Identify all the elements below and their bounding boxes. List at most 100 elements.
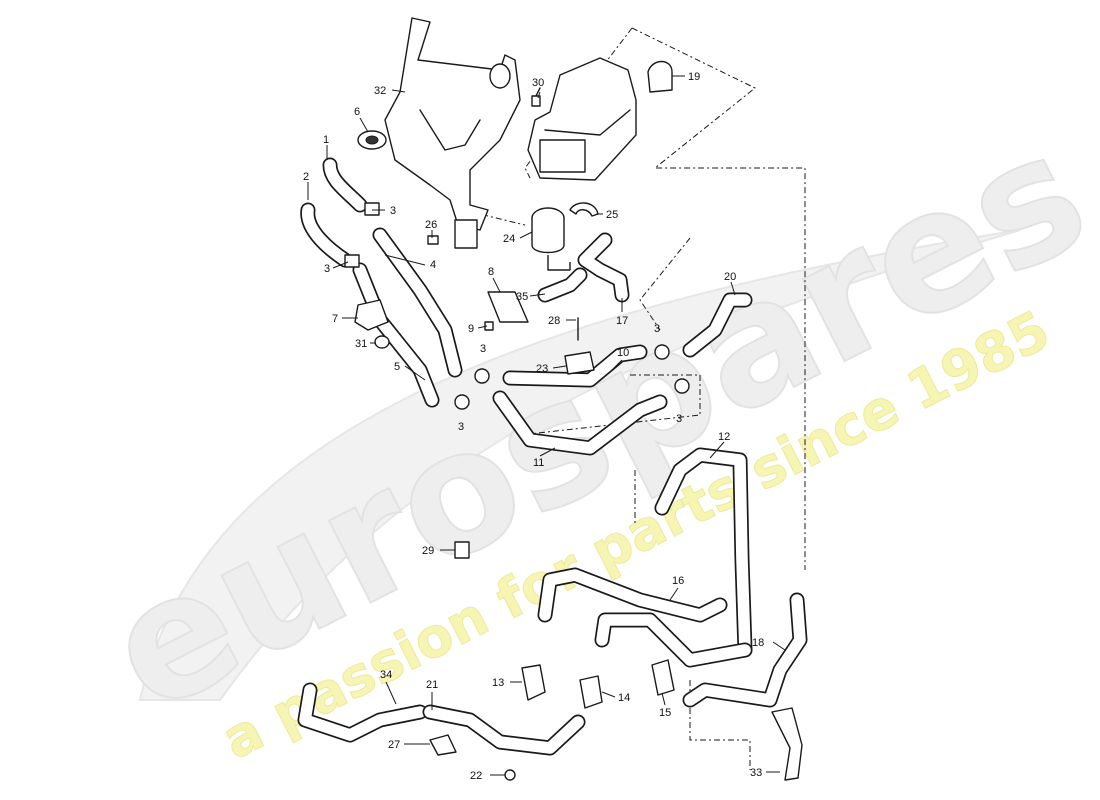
callout-18: 18 xyxy=(752,637,764,649)
callout-10: 10 xyxy=(617,347,629,359)
hose-part-11-inner xyxy=(494,392,666,454)
leader-30 xyxy=(537,91,541,99)
hose-part-16-lower-inner xyxy=(596,614,751,666)
lower-dash-line xyxy=(689,680,751,770)
leader-3-b xyxy=(332,261,349,269)
callout-35: 35 xyxy=(516,291,528,303)
gasket-part-8 xyxy=(487,291,529,323)
leader-35 xyxy=(529,293,546,297)
leader-18 xyxy=(772,641,786,651)
bracket-part-23 xyxy=(564,351,595,375)
leader-5 xyxy=(404,365,426,381)
clip-part-29 xyxy=(454,541,470,559)
leader-20 xyxy=(730,281,736,296)
connector-part-14 xyxy=(579,675,603,709)
callout-1: 1 xyxy=(323,134,329,146)
callout-3-a: 3 xyxy=(390,205,396,217)
pump-assembly xyxy=(531,202,599,271)
hose-part-17-inner xyxy=(579,234,628,301)
bracket-part-32 xyxy=(384,17,521,249)
hose-part-12-inner xyxy=(656,449,751,656)
clamp-part-3-e xyxy=(654,344,670,360)
hose-part-21-inner xyxy=(424,706,584,754)
leader-6 xyxy=(359,117,369,133)
callout-26: 26 xyxy=(425,219,437,231)
screw-30-shank xyxy=(535,87,541,97)
callout-3-c: 3 xyxy=(480,343,486,355)
clamp-part-3-a xyxy=(364,202,380,216)
callout-34: 34 xyxy=(380,669,392,681)
callout-13: 13 xyxy=(492,677,504,689)
callout-labels: 1 2 3 3 3 3 3 3 4 5 6 7 8 9 10 11 12 13 … xyxy=(303,71,764,782)
leader-15 xyxy=(661,692,666,706)
hose-part-18-inner xyxy=(684,594,806,706)
callout-29: 29 xyxy=(422,545,434,557)
leader-9 xyxy=(477,325,488,329)
elbow-part-27 xyxy=(429,734,457,756)
callout-8: 8 xyxy=(488,266,494,278)
watermark: eurospares a passion for parts since 198… xyxy=(78,93,1100,772)
leader-10 xyxy=(611,359,623,371)
callout-3-b: 3 xyxy=(324,263,330,275)
callout-32: 32 xyxy=(374,85,386,97)
leader-8 xyxy=(492,277,501,293)
bracket-mount-block xyxy=(454,219,478,249)
hose-part-4-inner xyxy=(374,229,461,376)
callout-2: 2 xyxy=(303,171,309,183)
leader-16 xyxy=(669,587,679,601)
callout-28: 28 xyxy=(548,315,560,327)
heater-panel xyxy=(539,139,586,173)
pump-dash-line xyxy=(454,207,526,226)
valve-dash-line xyxy=(639,237,691,331)
callout-19: 19 xyxy=(688,71,700,83)
hose-part-10-inner xyxy=(504,346,646,386)
bracket-body xyxy=(384,17,521,231)
hose-group xyxy=(297,157,808,756)
cap-part-19 xyxy=(647,60,673,93)
heater-body-edge xyxy=(544,109,631,136)
callout-14: 14 xyxy=(618,692,630,704)
callout-27: 27 xyxy=(388,739,400,751)
callout-9: 9 xyxy=(468,323,474,335)
screw-part-30 xyxy=(531,87,541,107)
nut-part-22 xyxy=(504,769,516,781)
clamp-part-3-f xyxy=(674,378,690,394)
screw-30-head xyxy=(531,95,541,107)
callout-3-d: 3 xyxy=(458,421,464,433)
callout-31: 31 xyxy=(355,338,367,350)
leader-lines xyxy=(307,75,786,776)
callout-12: 12 xyxy=(718,431,730,443)
callout-6: 6 xyxy=(354,106,360,118)
clip-part-7 xyxy=(354,299,389,331)
callout-25: 25 xyxy=(606,209,618,221)
bracket-grommet xyxy=(489,63,511,89)
leader-24 xyxy=(519,231,533,239)
connector-part-15 xyxy=(651,659,675,696)
pump-outlet xyxy=(547,255,571,271)
clamp-part-3-b xyxy=(344,254,360,268)
grommet-part-6-hole xyxy=(365,135,379,145)
pump-clip-25 xyxy=(569,202,599,217)
hose-part-1-inner xyxy=(324,159,366,211)
screw-part-26 xyxy=(427,235,439,245)
callout-17: 17 xyxy=(616,315,628,327)
callout-5: 5 xyxy=(394,361,400,373)
heater-assembly-dash-line xyxy=(631,27,806,570)
hose-part-5-inner xyxy=(354,264,438,406)
pump-body xyxy=(531,218,565,254)
leader-12 xyxy=(709,441,725,459)
bracket-part-33 xyxy=(771,707,803,781)
callout-23: 23 xyxy=(536,363,548,375)
callout-33: 33 xyxy=(750,767,762,779)
leader-11 xyxy=(539,447,556,457)
callout-7: 7 xyxy=(332,313,338,325)
bracket-cutout xyxy=(419,109,481,151)
connector-part-13 xyxy=(521,664,546,701)
hose-part-35-inner xyxy=(539,269,586,301)
hose-part-16-inner xyxy=(539,569,726,621)
callout-3-f: 3 xyxy=(676,413,682,425)
clamp-part-3-c xyxy=(474,368,490,384)
heater-unit xyxy=(527,57,673,181)
watermark-brand-text: eurospares xyxy=(79,94,1100,751)
